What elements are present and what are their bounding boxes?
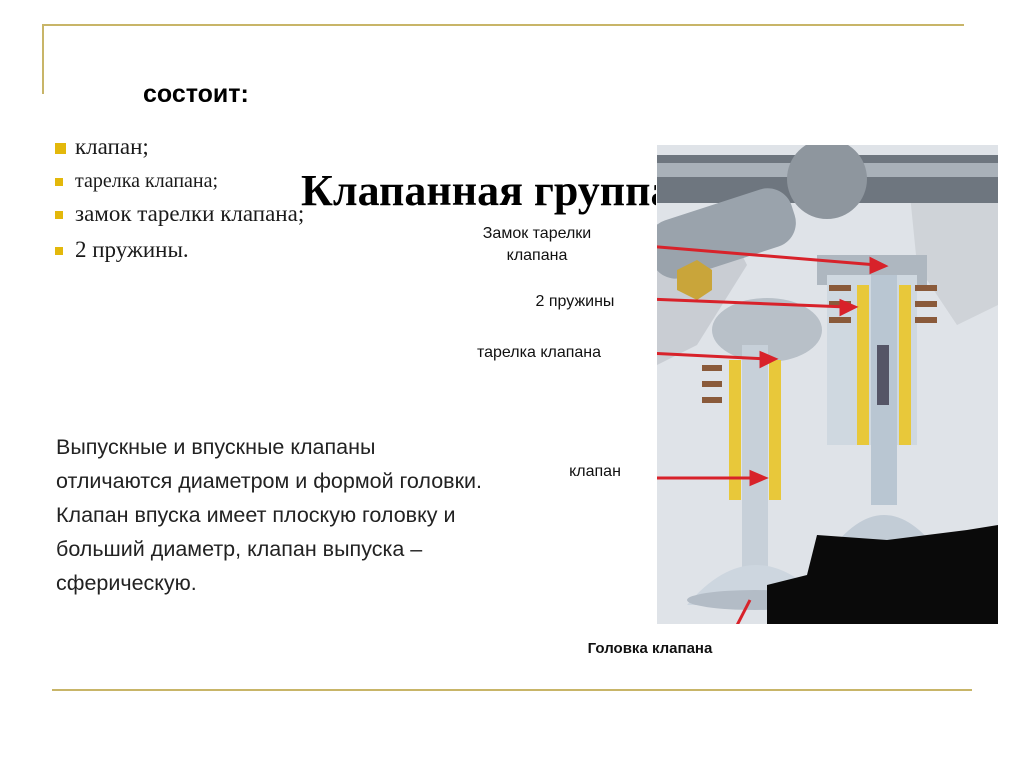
bullet-square-icon bbox=[55, 211, 63, 219]
valve-assembly-illustration bbox=[657, 145, 998, 624]
label-valve-lock-line2: клапана bbox=[506, 247, 568, 264]
heading: состоит: bbox=[143, 80, 249, 108]
list-item-text: тарелка клапана; bbox=[75, 170, 219, 192]
list-item: замок тарелки клапана; bbox=[55, 201, 304, 227]
list-item: клапан; bbox=[55, 134, 304, 160]
slide-title: Клапанная группа bbox=[301, 166, 656, 215]
label-valve-plate: тарелка клапана bbox=[476, 344, 602, 361]
label-valve-lock-line1: Замок тарелки bbox=[482, 225, 592, 242]
label-valve: клапан bbox=[569, 463, 621, 480]
bullet-square-icon bbox=[55, 178, 63, 186]
top-rule bbox=[42, 24, 964, 26]
bottom-rule bbox=[52, 689, 972, 691]
bullet-square-icon bbox=[55, 143, 66, 154]
list-item: тарелка клапана; bbox=[55, 170, 304, 193]
bullet-square-icon bbox=[55, 247, 63, 255]
left-rule bbox=[42, 24, 44, 94]
list-item-text: клапан; bbox=[75, 134, 149, 159]
list-item-text: 2 пружины. bbox=[75, 237, 189, 262]
label-springs: 2 пружины bbox=[535, 293, 615, 310]
list-item-text: замок тарелки клапана; bbox=[75, 201, 305, 226]
description-paragraph: Выпускные и впускные клапаны отличаются … bbox=[56, 435, 482, 595]
bullet-list: клапан; тарелка клапана; замок тарелки к… bbox=[55, 134, 304, 263]
list-item: 2 пружины. bbox=[55, 237, 304, 263]
label-valve-head: Головка клапана bbox=[587, 640, 713, 657]
label-valve-lock: Замок тарелки клапана bbox=[462, 225, 612, 265]
